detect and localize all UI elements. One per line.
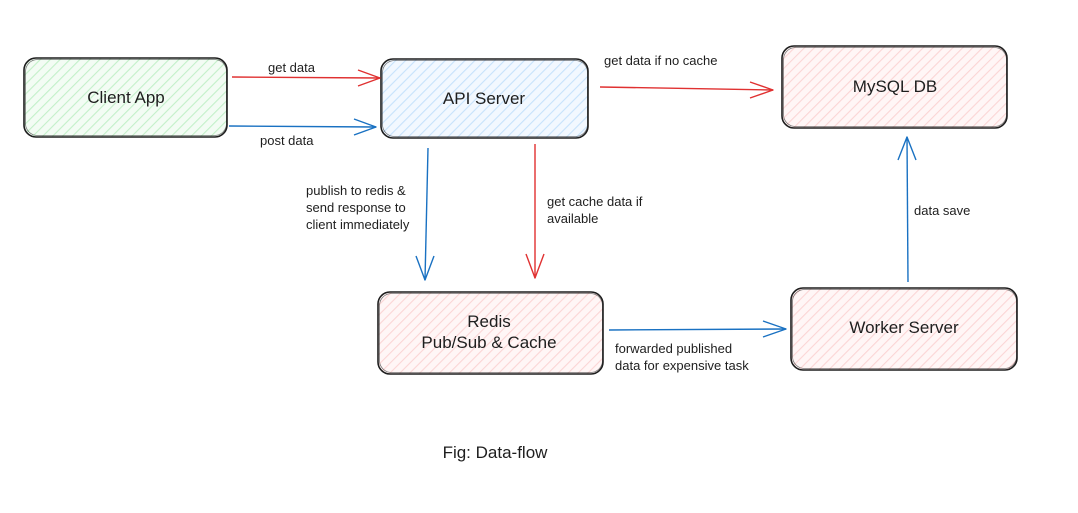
publish-to-redis-arrow: publish to redis & send response to clie… [306, 147, 435, 281]
client-app-box [23, 57, 228, 138]
publish-to-redis-label-line-3: client immediately [306, 217, 410, 232]
mysql-db-node: MySQL DB [781, 45, 1008, 129]
post-data-label: post data [260, 133, 314, 148]
client-app-label: Client App [87, 88, 165, 107]
data-save-label: data save [914, 203, 970, 218]
worker-server-label: Worker Server [849, 318, 959, 337]
api-server-label: API Server [443, 89, 526, 108]
forwarded-arrow: forwarded published data for expensive t… [608, 320, 787, 373]
publish-to-redis-label-line-1: publish to redis & [306, 183, 406, 198]
redis-node: Redis Pub/Sub & Cache [377, 291, 604, 375]
forwarded-label-line-2: data for expensive task [615, 358, 749, 373]
post-data-arrow: post data [228, 118, 377, 148]
get-data-label: get data [268, 60, 316, 75]
api-server-node: API Server [380, 58, 589, 139]
get-cache-data-label-line-2: available [547, 211, 598, 226]
get-data-if-no-cache-label: get data if no cache [604, 53, 717, 68]
forwarded-label-line-1: forwarded published [615, 341, 732, 356]
get-cache-data-arrow: get cache data if available [525, 144, 643, 279]
worker-server-node: Worker Server [790, 287, 1018, 371]
get-data-if-no-cache-arrow: get data if no cache [599, 53, 774, 99]
get-cache-data-label-line-1: get cache data if [547, 194, 643, 209]
redis-label-line-1: Redis [467, 312, 510, 331]
client-app-node: Client App [23, 57, 228, 138]
redis-box [377, 291, 604, 375]
get-data-arrow: get data [231, 60, 381, 87]
mysql-db-box [781, 45, 1008, 129]
data-save-arrow: data save [897, 136, 970, 283]
worker-server-box [790, 287, 1018, 371]
api-server-box [380, 58, 589, 139]
publish-to-redis-label-line-2: send response to [306, 200, 406, 215]
mysql-db-label: MySQL DB [853, 77, 937, 96]
figure-caption: Fig: Data-flow [443, 443, 549, 462]
redis-label-line-2: Pub/Sub & Cache [421, 333, 556, 352]
